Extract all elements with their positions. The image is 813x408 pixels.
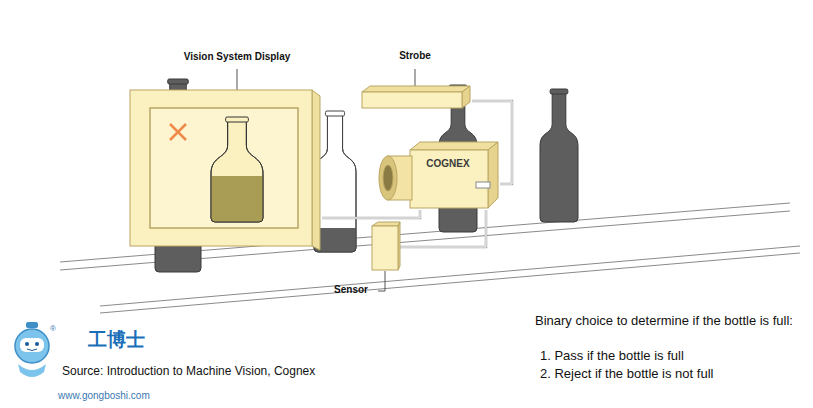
note-text: Binary choice to determine if the bottle…	[535, 313, 793, 330]
wire-core	[322, 210, 420, 218]
part-label: Sensor	[334, 284, 368, 295]
watermark: 工博士	[88, 328, 145, 353]
part-label: Strobe	[399, 50, 431, 61]
watermark: ®	[50, 324, 56, 334]
camera-outline	[376, 138, 500, 210]
watermark: www.gongboshi.com	[58, 389, 150, 402]
sensor: Sensor	[370, 222, 400, 272]
wire	[400, 210, 486, 247]
source-caption: Source: Introduction to Machine Vision, …	[62, 364, 315, 380]
sensor-outline	[370, 222, 400, 272]
vision-system-display-outline	[130, 88, 322, 248]
watermark-icon	[15, 322, 49, 377]
part-label: Vision System Display	[184, 51, 291, 62]
camera: COGNEX	[376, 138, 500, 210]
strobe-light-outline	[360, 84, 472, 110]
wire	[322, 210, 420, 218]
note-list-item: 2. Reject if the bottle is not full	[540, 366, 713, 383]
brand-label: COGNEX	[426, 158, 469, 169]
bottle	[540, 89, 578, 222]
vision-system-display: Vision System Display	[130, 88, 322, 248]
wire-core	[400, 210, 486, 247]
bottle	[185, 117, 289, 224]
strobe-light: Strobe	[360, 84, 472, 110]
note-list-item: 1. Pass if the bottle is full	[540, 348, 684, 365]
